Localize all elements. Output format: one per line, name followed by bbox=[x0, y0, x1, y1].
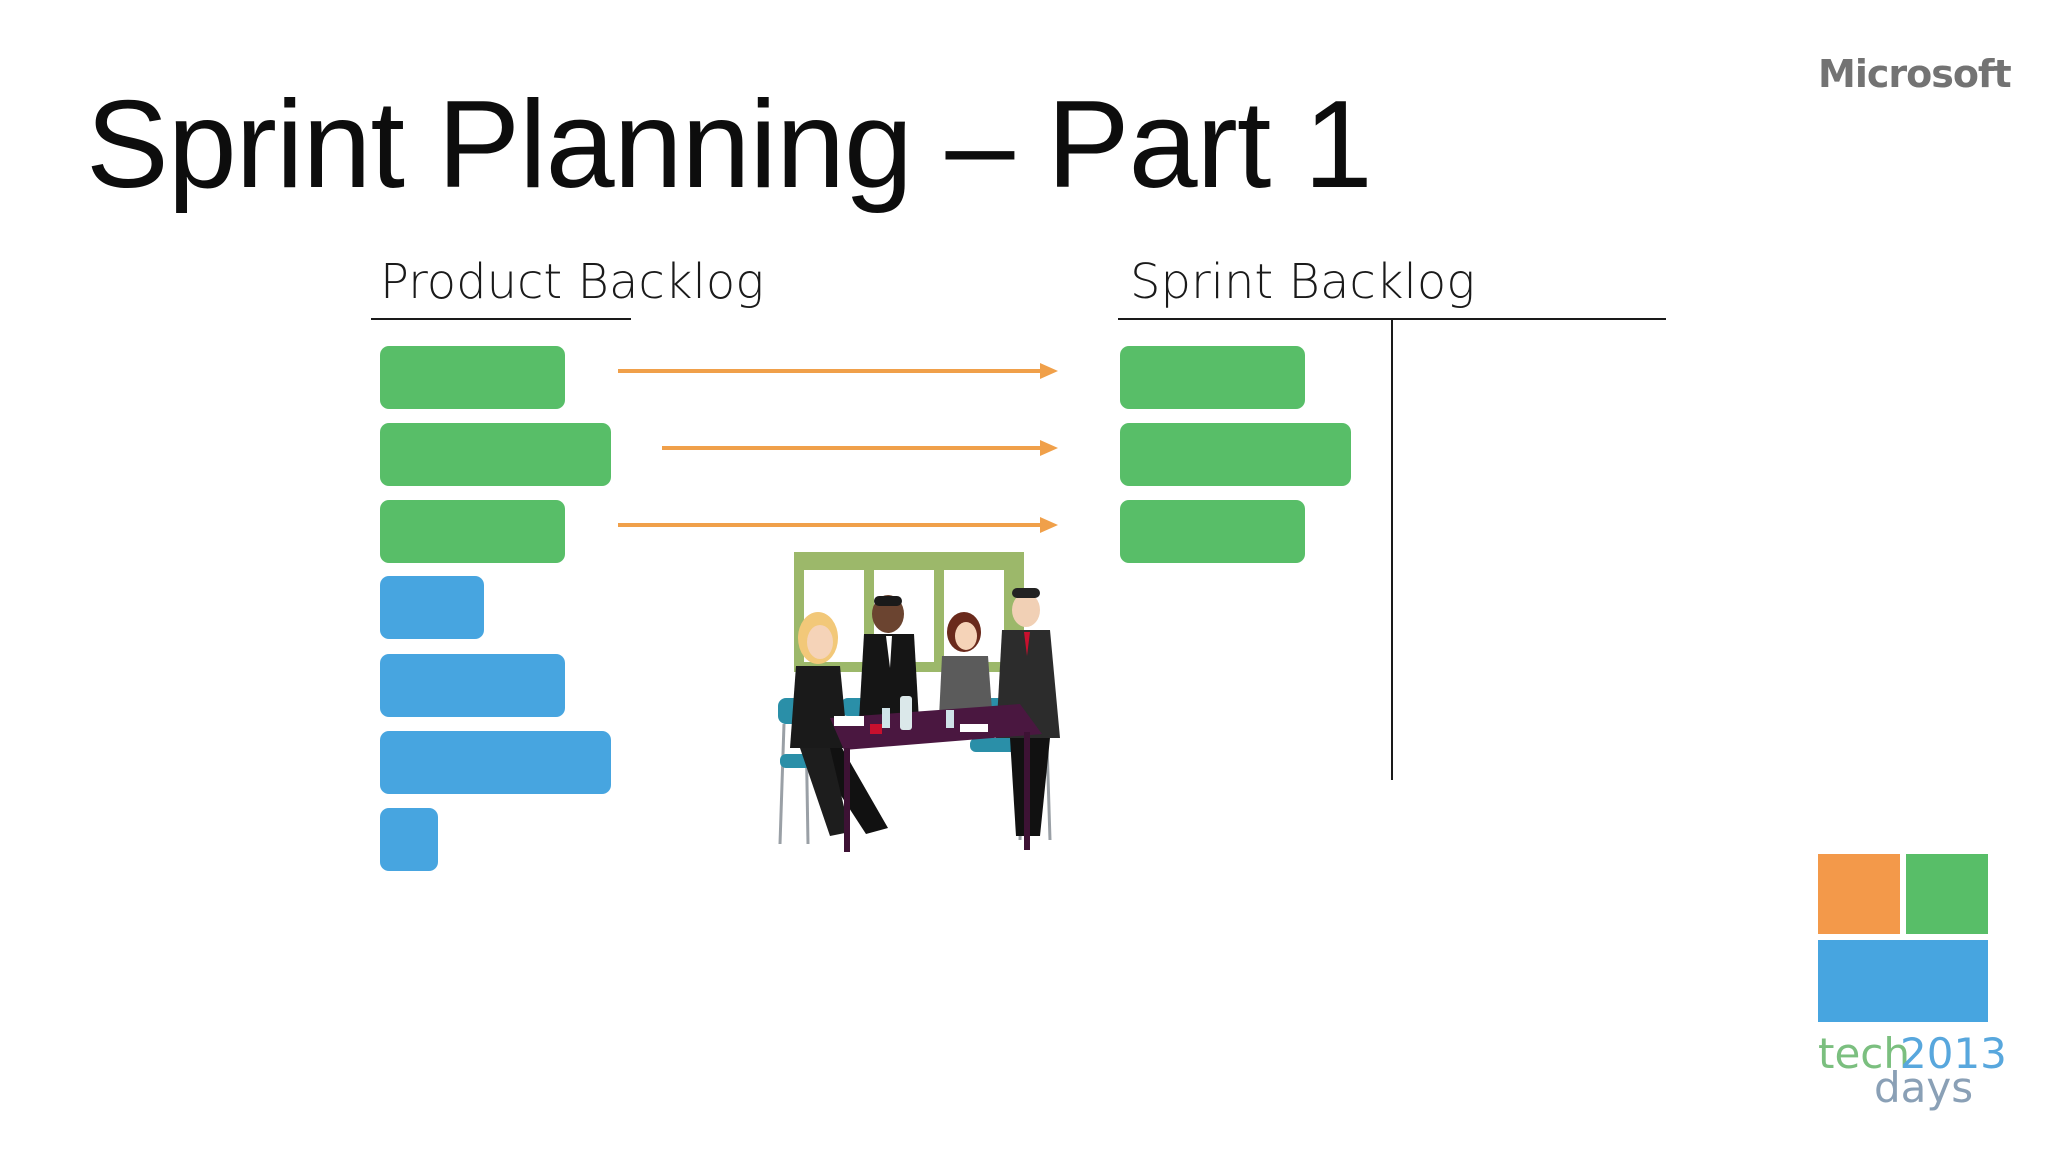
product-backlog-item-6 bbox=[380, 731, 611, 794]
move-arrow-3 bbox=[618, 517, 1058, 533]
sprint-backlog-item-1 bbox=[1120, 346, 1305, 409]
blue-tile bbox=[1818, 940, 1988, 1022]
microsoft-logo: Microsoft bbox=[1818, 52, 2012, 96]
product-backlog-item-1 bbox=[380, 346, 565, 409]
techdays-year: 2013 bbox=[1900, 1029, 2007, 1078]
product-backlog-item-7 bbox=[380, 808, 438, 871]
techdays-word-days: days bbox=[1874, 1063, 1974, 1112]
product-backlog-underline bbox=[371, 318, 631, 320]
product-backlog-item-3 bbox=[380, 500, 565, 563]
team-meeting-illustration bbox=[778, 552, 1060, 852]
green-tile bbox=[1906, 854, 1988, 934]
sprint-backlog-divider bbox=[1391, 320, 1393, 780]
sprint-backlog-header: Sprint Backlog bbox=[1130, 254, 1476, 310]
product-backlog-item-5 bbox=[380, 654, 565, 717]
product-backlog-item-4 bbox=[380, 576, 484, 639]
move-arrow-1 bbox=[618, 363, 1058, 379]
techdays-tiles-logo bbox=[1818, 854, 1988, 1022]
techdays-word-tech: tech bbox=[1818, 1029, 1911, 1078]
sprint-backlog-item-3 bbox=[1120, 500, 1305, 563]
sprint-backlog-item-2 bbox=[1120, 423, 1351, 486]
move-arrow-2 bbox=[662, 440, 1058, 456]
sprint-backlog-underline bbox=[1118, 318, 1666, 320]
orange-tile bbox=[1818, 854, 1900, 934]
product-backlog-item-2 bbox=[380, 423, 611, 486]
slide-title: Sprint Planning – Part 1 bbox=[86, 76, 1373, 214]
product-backlog-header: Product Backlog bbox=[380, 254, 765, 310]
